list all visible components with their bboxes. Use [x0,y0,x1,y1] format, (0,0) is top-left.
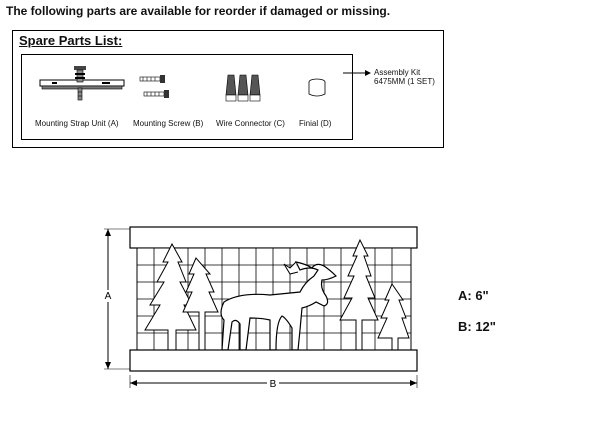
part-label-wire-connector: Wire Connector (C) [216,119,285,128]
intro-text: The following parts are available for re… [6,4,391,18]
measure-b: B: 12" [458,319,496,334]
part-label-mounting-strap: Mounting Strap Unit (A) [35,119,119,128]
assembly-kit-label: Assembly Kit 6475MM (1 SET) [374,68,435,86]
arrow-icon [343,70,371,76]
spare-parts-box: Spare Parts List: [12,30,444,148]
assembly-kit-line2: 6475MM (1 SET) [374,77,435,86]
measure-a: A: 6" [458,288,489,303]
part-label-finial: Finial (D) [299,119,332,128]
mounting-screw-icon [139,75,169,98]
dim-a-label: A [105,291,112,302]
finial-icon [308,78,326,97]
assembly-kit-line1: Assembly Kit [374,68,421,77]
dim-b-label: B [270,379,277,390]
part-label-mounting-screw: Mounting Screw (B) [133,119,204,128]
spare-parts-title: Spare Parts List: [19,33,123,48]
mounting-strap-icon [39,66,125,101]
parts-panel: Mounting Strap Unit (A) Mounting Screw (… [21,54,353,140]
wire-connector-icon [225,74,261,102]
